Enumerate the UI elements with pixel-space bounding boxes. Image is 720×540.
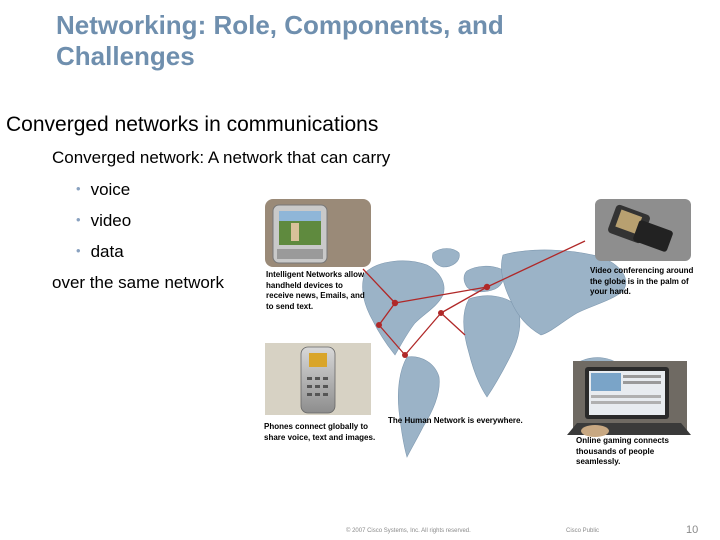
- title-line-1: Networking: Role, Components, and: [56, 10, 504, 40]
- bullet-icon: •: [76, 243, 81, 258]
- human-network-figure: [265, 199, 691, 458]
- asia-shape: [501, 249, 627, 336]
- network-nodes: [376, 283, 588, 388]
- definition-text: Converged network: A network that can ca…: [52, 148, 391, 167]
- bullet-icon: •: [76, 212, 81, 227]
- bullet-video: • video: [76, 211, 131, 231]
- tail-text: over the same network: [52, 273, 224, 292]
- laptop-icon: [567, 361, 691, 437]
- europe-shape: [463, 265, 505, 293]
- caption-line: receive news, Emails, and: [266, 291, 365, 300]
- bullet-label: video: [90, 211, 132, 230]
- africa-shape: [463, 295, 521, 398]
- caption-line: the globe is in the palm of: [590, 276, 689, 286]
- bullet-voice: • voice: [76, 180, 130, 200]
- south-america-shape: [397, 356, 440, 458]
- caption-line: your hand.: [590, 287, 631, 296]
- caption-line: seamlessly.: [576, 457, 621, 466]
- caption-line: Phones connect globally to: [264, 422, 369, 431]
- caption-line: thousands of people: [576, 446, 655, 456]
- caption-line: share voice, text and images.: [264, 432, 376, 442]
- bullet-data: • data: [76, 242, 124, 262]
- bullet-icon: •: [76, 181, 81, 196]
- classification-label: Cisco Public: [566, 528, 600, 534]
- caption-video-conferencing: Video conferencing around the globe is i…: [590, 266, 693, 298]
- bullet-label: voice: [90, 180, 131, 199]
- bullet-label: data: [90, 242, 124, 261]
- caption-phones: Phones connect globally to share voice, …: [264, 422, 375, 443]
- caption-line: Intelligent Networks allow: [266, 270, 365, 279]
- north-america-shape: [362, 260, 445, 356]
- flip-phone-icon: [265, 343, 371, 415]
- slide-title: Networking: Role, Components, and Challe…: [56, 10, 656, 72]
- smartphone-icon: [265, 199, 371, 267]
- caption-line: Video conferencing around: [590, 266, 694, 275]
- caption-intelligent-networks: Intelligent Networks allow handheld devi…: [266, 270, 365, 312]
- title-line-2: Challenges: [56, 41, 195, 71]
- greenland-shape: [432, 248, 460, 268]
- caption-line: to send text.: [266, 301, 314, 311]
- video-phone-icon: [595, 199, 691, 261]
- caption-human-network: The Human Network is everywhere.: [388, 416, 523, 425]
- caption-line: Online gaming connects: [576, 436, 669, 445]
- page-number: 10: [686, 524, 699, 536]
- heading: Converged networks in communications: [6, 113, 379, 136]
- copyright-notice: © 2007 Cisco Systems, Inc. All rights re…: [346, 528, 471, 534]
- caption-online-gaming: Online gaming connects thousands of peop…: [576, 436, 669, 468]
- world-map: [362, 248, 627, 458]
- caption-line: handheld devices to: [266, 280, 343, 290]
